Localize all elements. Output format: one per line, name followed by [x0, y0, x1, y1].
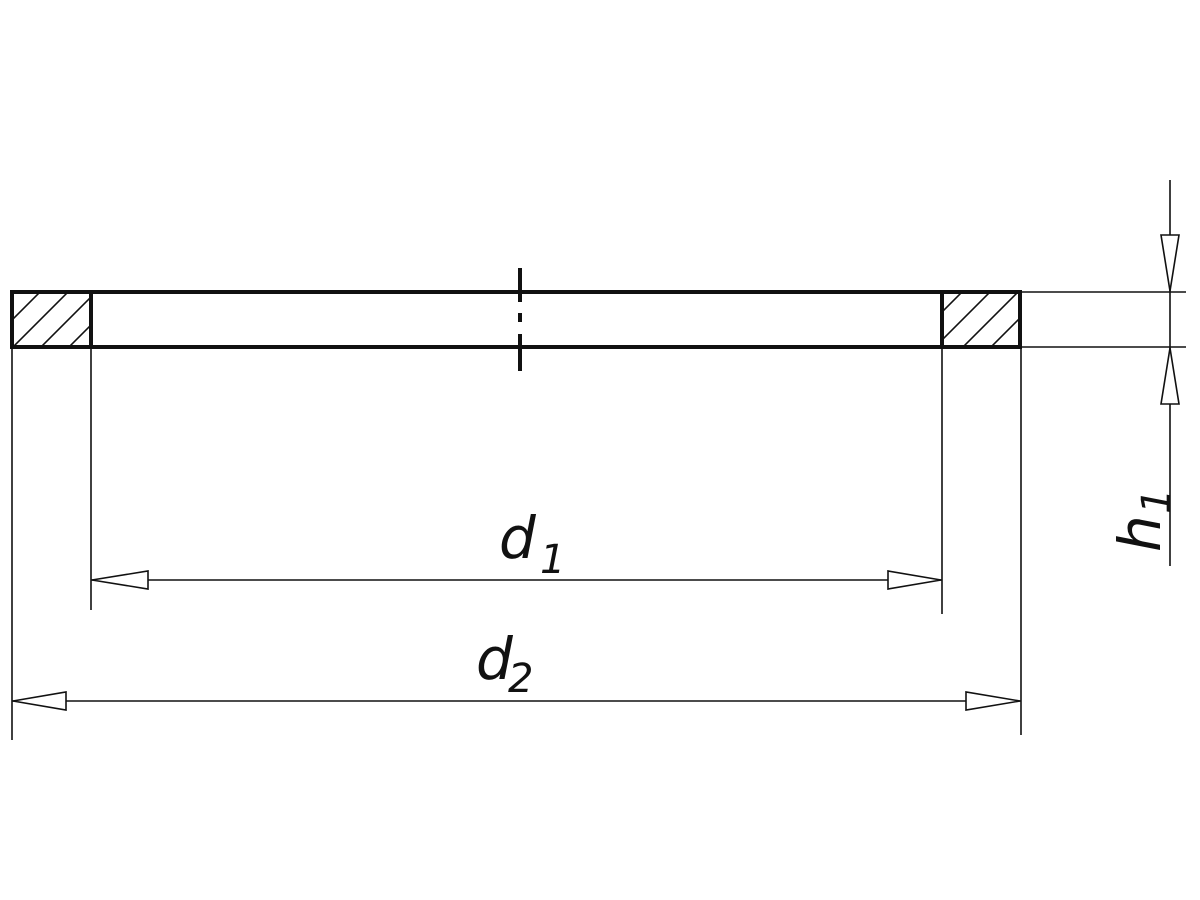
arrowhead-d1-right: [887, 570, 942, 590]
label-h1-subscript: 1: [1134, 489, 1180, 514]
label-h1-symbol: h: [1106, 515, 1174, 552]
arrowhead-h1-bottom: [1160, 347, 1180, 405]
washer-section: [10, 290, 1022, 349]
label-d2-symbol: d: [476, 625, 514, 693]
label-d1-subscript: 1: [540, 537, 565, 583]
dimension-d1: d 1: [91, 504, 942, 590]
extension-lines: [11, 291, 1186, 740]
label-d2-subscript: 2: [508, 656, 533, 702]
arrowhead-d1-left: [91, 570, 149, 590]
arrowhead-d2-right: [965, 691, 1021, 711]
right-section-hatching: [942, 292, 1020, 347]
left-section-hatching: [12, 292, 91, 347]
arrowhead-d2-left: [12, 691, 67, 711]
dimension-d2: d 2: [12, 625, 1021, 711]
arrowhead-h1-top: [1160, 234, 1180, 292]
label-d1-symbol: d: [499, 504, 537, 572]
dimension-h1: h 1: [1106, 180, 1180, 566]
